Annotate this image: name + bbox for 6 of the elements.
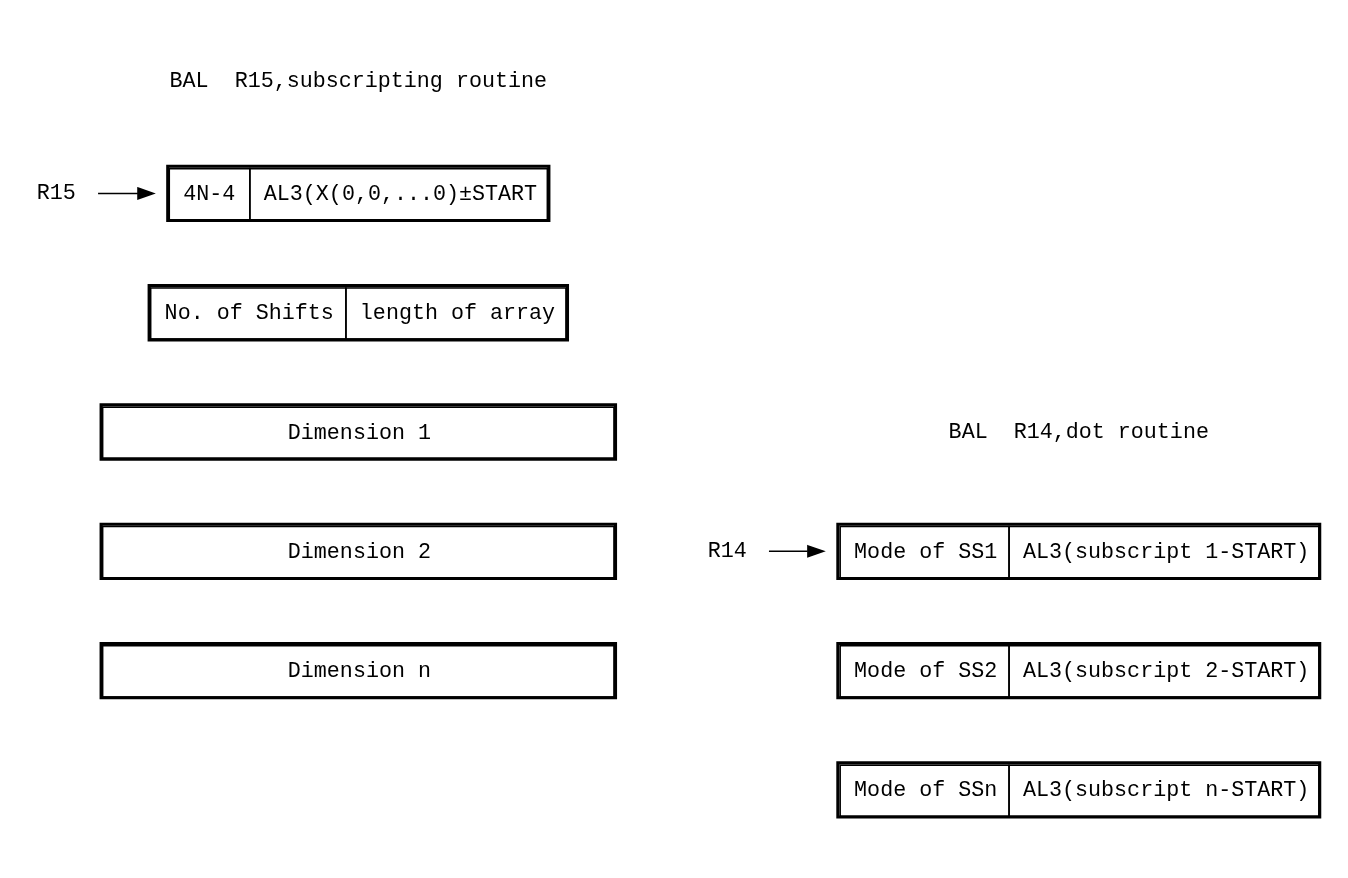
label: BAL R14,dot routine	[948, 419, 1209, 445]
label: BAL R15,subscripting routine	[169, 68, 548, 94]
arrow	[97, 186, 156, 200]
arrow	[768, 544, 826, 558]
node-text: R15	[36, 181, 76, 207]
node-text: R14	[707, 539, 747, 565]
